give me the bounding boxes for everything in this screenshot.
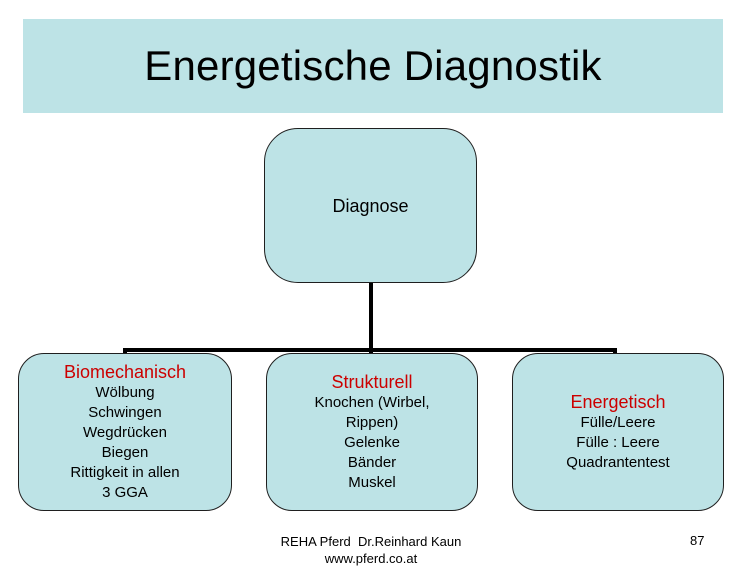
node-biomechanisch-heading: Biomechanisch [63, 361, 187, 382]
node-biomechanisch-item: Biegen [101, 443, 149, 461]
node-biomechanisch-item: 3 GGA [102, 483, 148, 501]
footer-credits: REHA Pferd Dr.Reinhard Kaun www.pferd.co… [236, 533, 506, 567]
title-banner: Energetische Diagnostik [23, 19, 723, 113]
node-strukturell-item: Muskel [348, 473, 396, 491]
footer-website: www.pferd.co.at [324, 551, 418, 566]
page-number: 87 [690, 533, 705, 548]
node-biomechanisch-item: Wölbung [95, 383, 155, 401]
node-strukturell-heading: Strukturell [331, 371, 413, 392]
node-diagnose: Diagnose [264, 128, 477, 283]
node-energetisch-item: Fülle : Leere [576, 433, 660, 451]
node-strukturell-item: Rippen) [345, 413, 399, 431]
node-energetisch: Energetisch Fülle/Leere Fülle : Leere Qu… [512, 353, 724, 511]
node-energetisch-item: Fülle/Leere [580, 413, 656, 431]
node-strukturell-item: Gelenke [344, 433, 400, 451]
node-energetisch-item: Quadrantentest [566, 453, 670, 471]
node-strukturell-item: Knochen (Wirbel, [314, 393, 430, 411]
node-biomechanisch-item: Wegdrücken [83, 423, 167, 441]
node-biomechanisch-item: Rittigkeit in allen [70, 463, 180, 481]
node-energetisch-heading: Energetisch [570, 391, 666, 412]
node-strukturell: Strukturell Knochen (Wirbel, Rippen) Gel… [266, 353, 478, 511]
slide-title: Energetische Diagnostik [144, 42, 602, 89]
node-diagnose-label: Diagnose [332, 195, 409, 216]
node-strukturell-item: Bänder [347, 453, 397, 471]
footer-author: REHA Pferd Dr.Reinhard Kaun [280, 534, 462, 549]
node-biomechanisch-item: Schwingen [88, 403, 162, 421]
node-biomechanisch: Biomechanisch Wölbung Schwingen Wegdrück… [18, 353, 232, 511]
